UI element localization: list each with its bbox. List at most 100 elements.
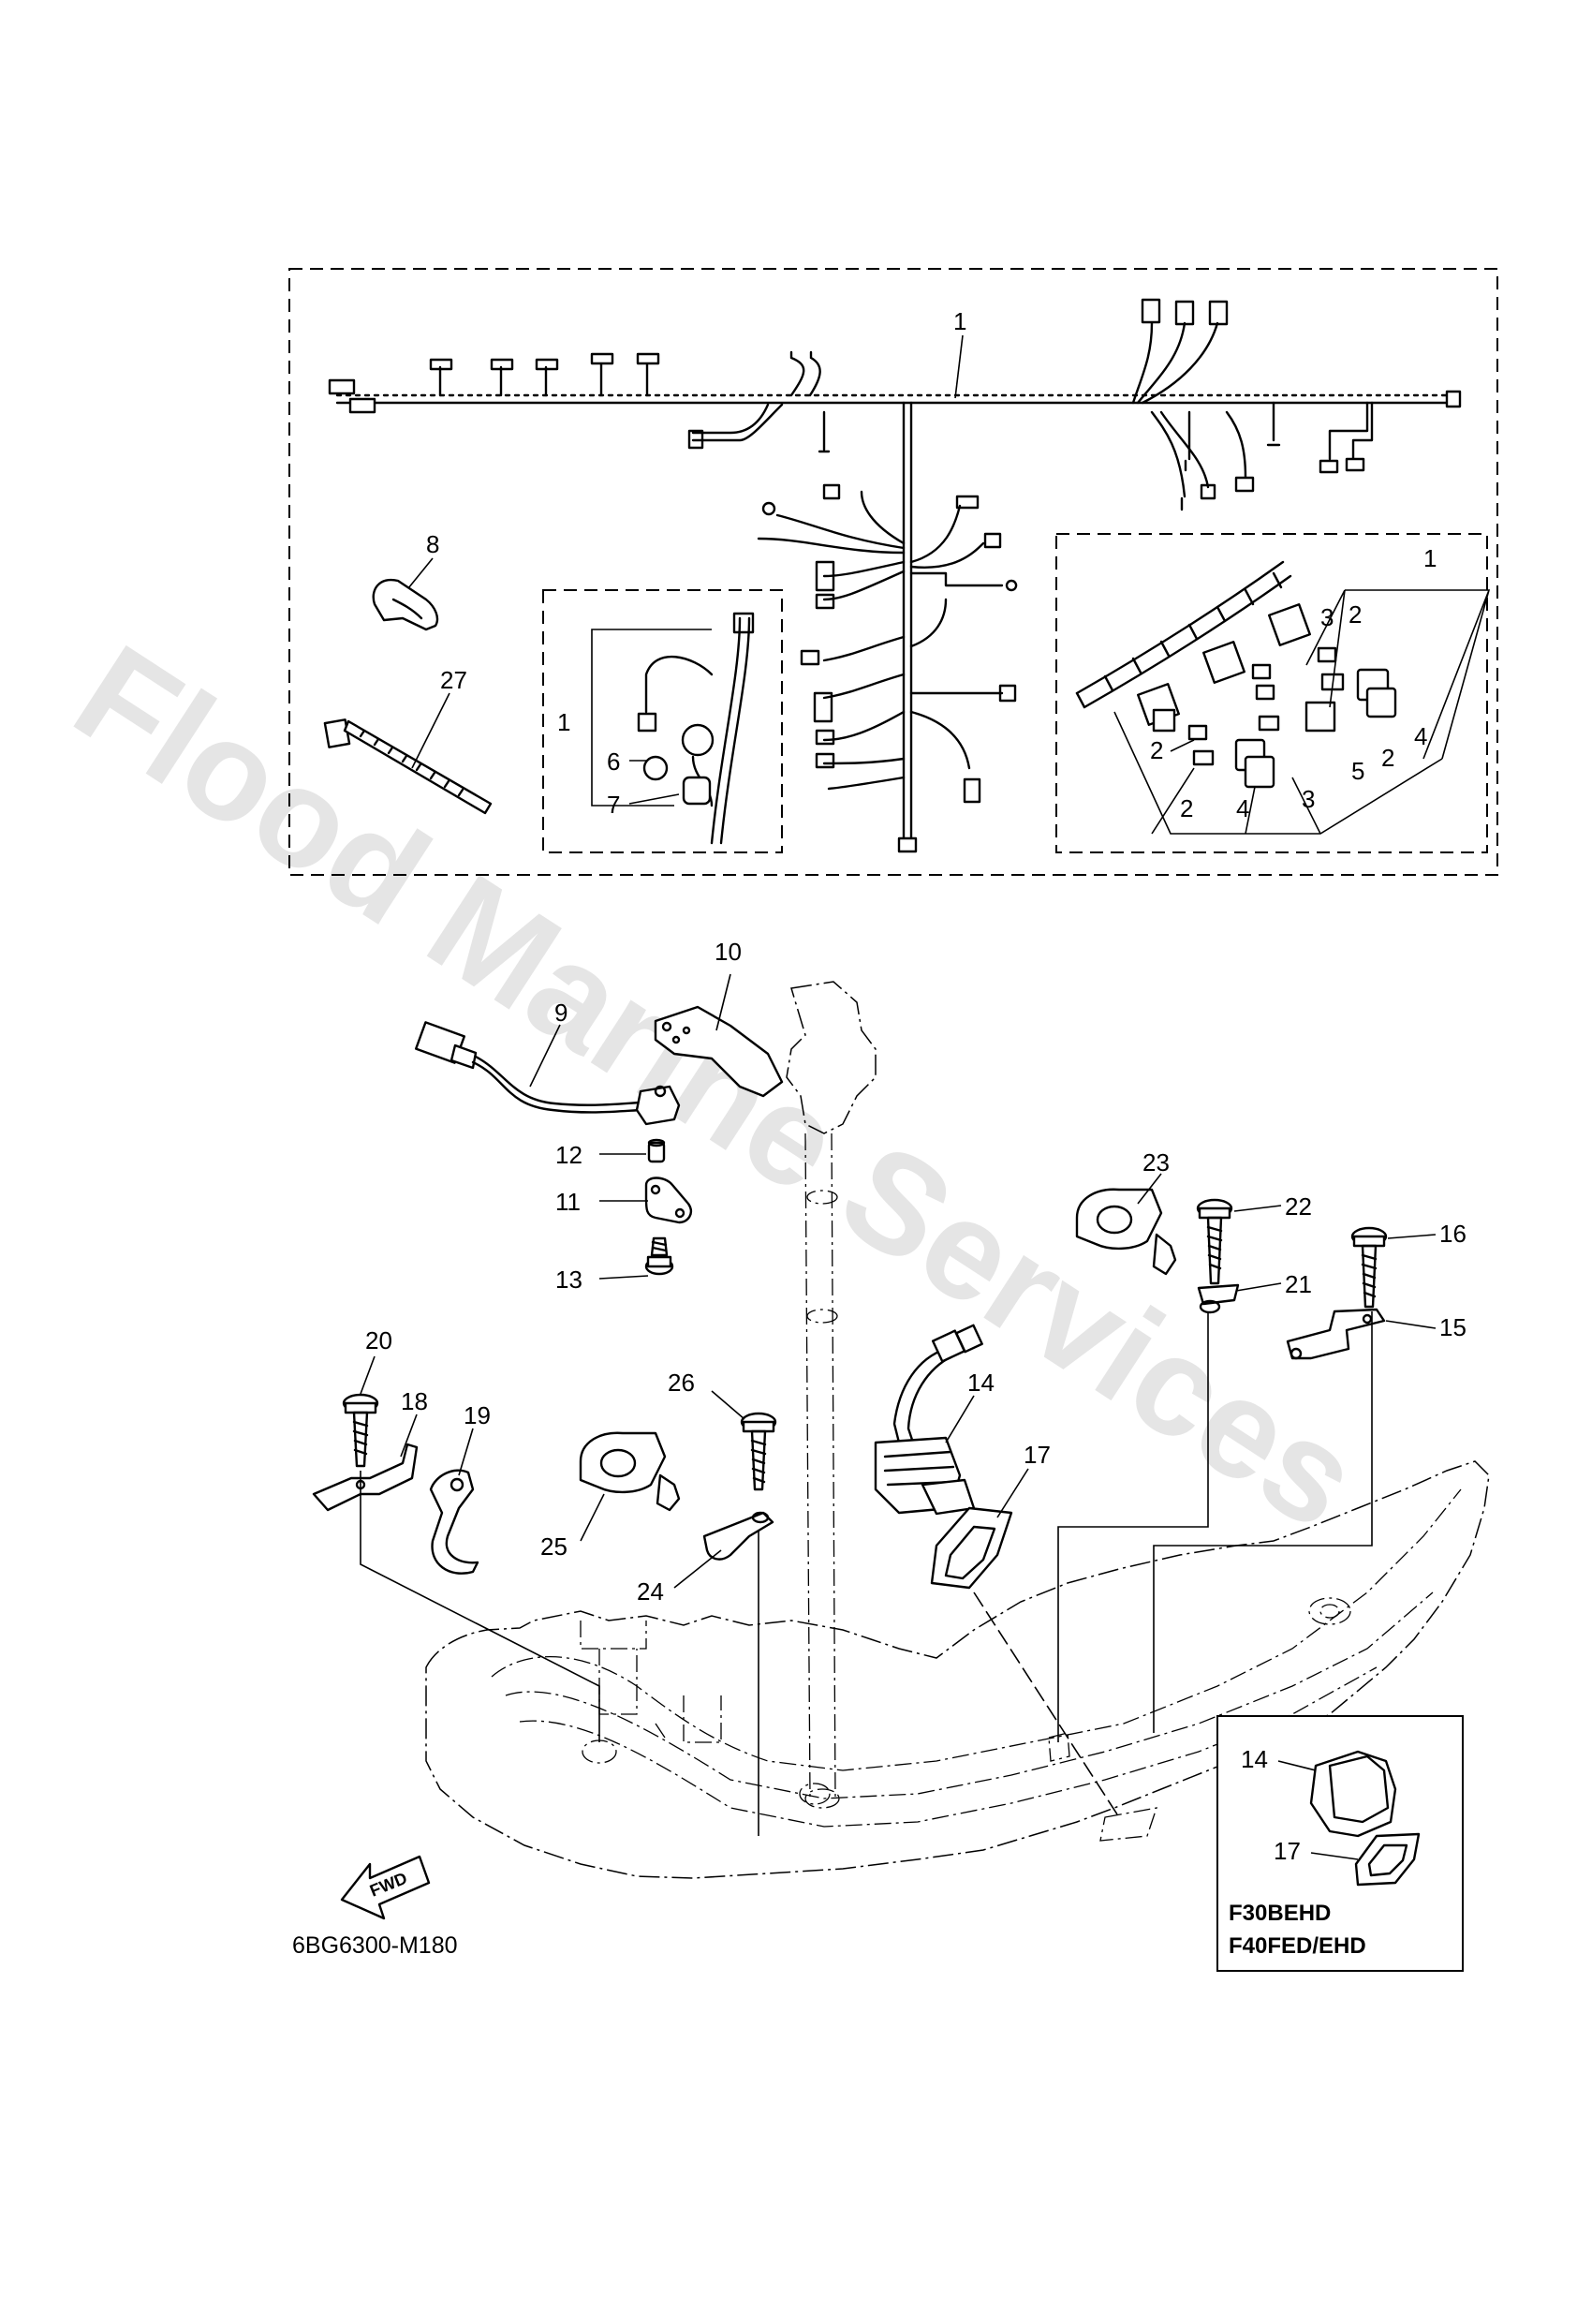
callout-2c: 2: [1381, 744, 1394, 772]
housing-tab: [1099, 1807, 1157, 1842]
leader-1-sub: [591, 629, 712, 807]
harness-dashed-box: [288, 268, 1498, 876]
callout-27: 27: [440, 666, 467, 694]
callout-14: 14: [967, 1369, 995, 1397]
callout-2b: 2: [1150, 736, 1163, 764]
sensor-harness-icon: [637, 612, 755, 845]
wire-harness-icon: [328, 298, 1462, 853]
guide-14: [973, 1591, 1120, 1818]
callout-20: 20: [365, 1326, 392, 1354]
guide-15: [1153, 1311, 1373, 1733]
leader-10: [715, 973, 731, 1031]
bolt-icon: [644, 1236, 674, 1276]
callout-15: 15: [1439, 1313, 1466, 1341]
leader-20: [360, 1355, 376, 1395]
callout-6: 6: [607, 748, 620, 776]
leader-23: [1137, 1173, 1162, 1205]
leader-17: [996, 1468, 1029, 1518]
grommet-icon: [1309, 1750, 1397, 1838]
leader-8: [407, 557, 434, 589]
variant-inset: 14 17 F30BEHD F40FED/EHD: [1216, 1715, 1464, 1972]
bolt-icon: [740, 1412, 777, 1491]
leader-16: [1387, 1234, 1437, 1239]
callout-4a: 4: [1414, 722, 1427, 750]
callout-5: 5: [1351, 757, 1364, 785]
steering-rod-base: [804, 1788, 840, 1809]
washer-icon: [1197, 1283, 1240, 1314]
callout-7: 7: [607, 791, 620, 819]
callout-2a: 2: [1349, 600, 1362, 629]
steering-rod-ring-2: [806, 1309, 838, 1324]
housing-bracket-left: [580, 1621, 647, 1715]
bracket-icon: [702, 1511, 774, 1561]
leader-9: [529, 1024, 561, 1088]
assembly-section: 10 9 12 11: [292, 938, 1490, 1959]
housing-inner-rim: [491, 1488, 1462, 1771]
leader-19: [458, 1428, 474, 1476]
callout-26: 26: [668, 1369, 695, 1397]
spacer-icon: [647, 1138, 666, 1163]
switch-lead-icon: [414, 1021, 681, 1126]
leader-22: [1233, 1205, 1282, 1212]
callout-2d: 2: [1180, 794, 1193, 822]
callout-1-main: 1: [953, 307, 966, 335]
bolt-icon: [342, 1393, 379, 1468]
inset-callout-17: 17: [1274, 1837, 1301, 1865]
connector-kit-dashed-box: [1055, 533, 1488, 853]
connector-icon: [1075, 560, 1397, 789]
callout-3a: 3: [1320, 603, 1334, 631]
leader-25: [580, 1493, 605, 1542]
leader-7: [628, 793, 680, 805]
callout-12: 12: [555, 1141, 582, 1169]
clamp-icon: [429, 1469, 479, 1575]
callout-8: 8: [426, 530, 439, 558]
seal-icon: [1354, 1832, 1421, 1887]
guide-21: [1057, 1311, 1209, 1742]
harness-section: 1 8 27 1 6: [288, 268, 1498, 876]
steering-rod: [804, 1132, 836, 1799]
leader-2b: [1170, 739, 1195, 752]
callout-19: 19: [464, 1401, 491, 1429]
clamp-icon: [579, 1431, 681, 1512]
leader-13: [598, 1275, 649, 1280]
callout-9: 9: [554, 999, 567, 1027]
leader-18: [400, 1414, 418, 1458]
callout-13: 13: [555, 1266, 582, 1294]
housing-top-rim: [505, 1591, 1434, 1799]
leader-21: [1235, 1282, 1282, 1292]
callout-1-kit: 1: [1423, 544, 1437, 572]
leader-24: [673, 1549, 722, 1589]
inset-callout-14: 14: [1241, 1745, 1268, 1773]
callout-16: 16: [1439, 1220, 1466, 1248]
bolt-icon: [1196, 1198, 1233, 1285]
diagram-code: 6BG6300-M180: [292, 1932, 458, 1959]
housing-boss-4: [1319, 1604, 1340, 1619]
leader-15: [1385, 1320, 1437, 1329]
clamp-icon: [1075, 1188, 1177, 1276]
sensor-dashed-box: [542, 589, 783, 853]
callout-23: 23: [1142, 1148, 1170, 1177]
housing-outline: [425, 1460, 1490, 1879]
callout-4b: 4: [1236, 794, 1249, 822]
clamp-icon: [372, 578, 439, 631]
callout-24: 24: [637, 1577, 664, 1606]
housing-upper-lip: [519, 1666, 1378, 1828]
housing-boss-2: [799, 1783, 831, 1805]
inset-leader-14: [1277, 1760, 1317, 1771]
variant-label-2: F40FED/EHD: [1229, 1933, 1366, 1959]
callout-22: 22: [1285, 1192, 1312, 1221]
bracket-icon: [1286, 1308, 1386, 1360]
callout-3b: 3: [1302, 785, 1315, 813]
callout-17: 17: [1024, 1441, 1051, 1469]
cable-tie-icon: [323, 718, 493, 815]
callout-18: 18: [401, 1387, 428, 1415]
fwd-arrow-icon: FWD: [340, 1855, 431, 1920]
seal-icon: [930, 1506, 1013, 1590]
leader-1-kit: [1305, 589, 1491, 760]
guide-20: [360, 1471, 600, 1742]
leader-kit-base: [1113, 711, 1443, 835]
callout-10: 10: [715, 938, 742, 966]
bolt-icon: [1350, 1226, 1388, 1309]
housing-socket: [1048, 1732, 1070, 1762]
